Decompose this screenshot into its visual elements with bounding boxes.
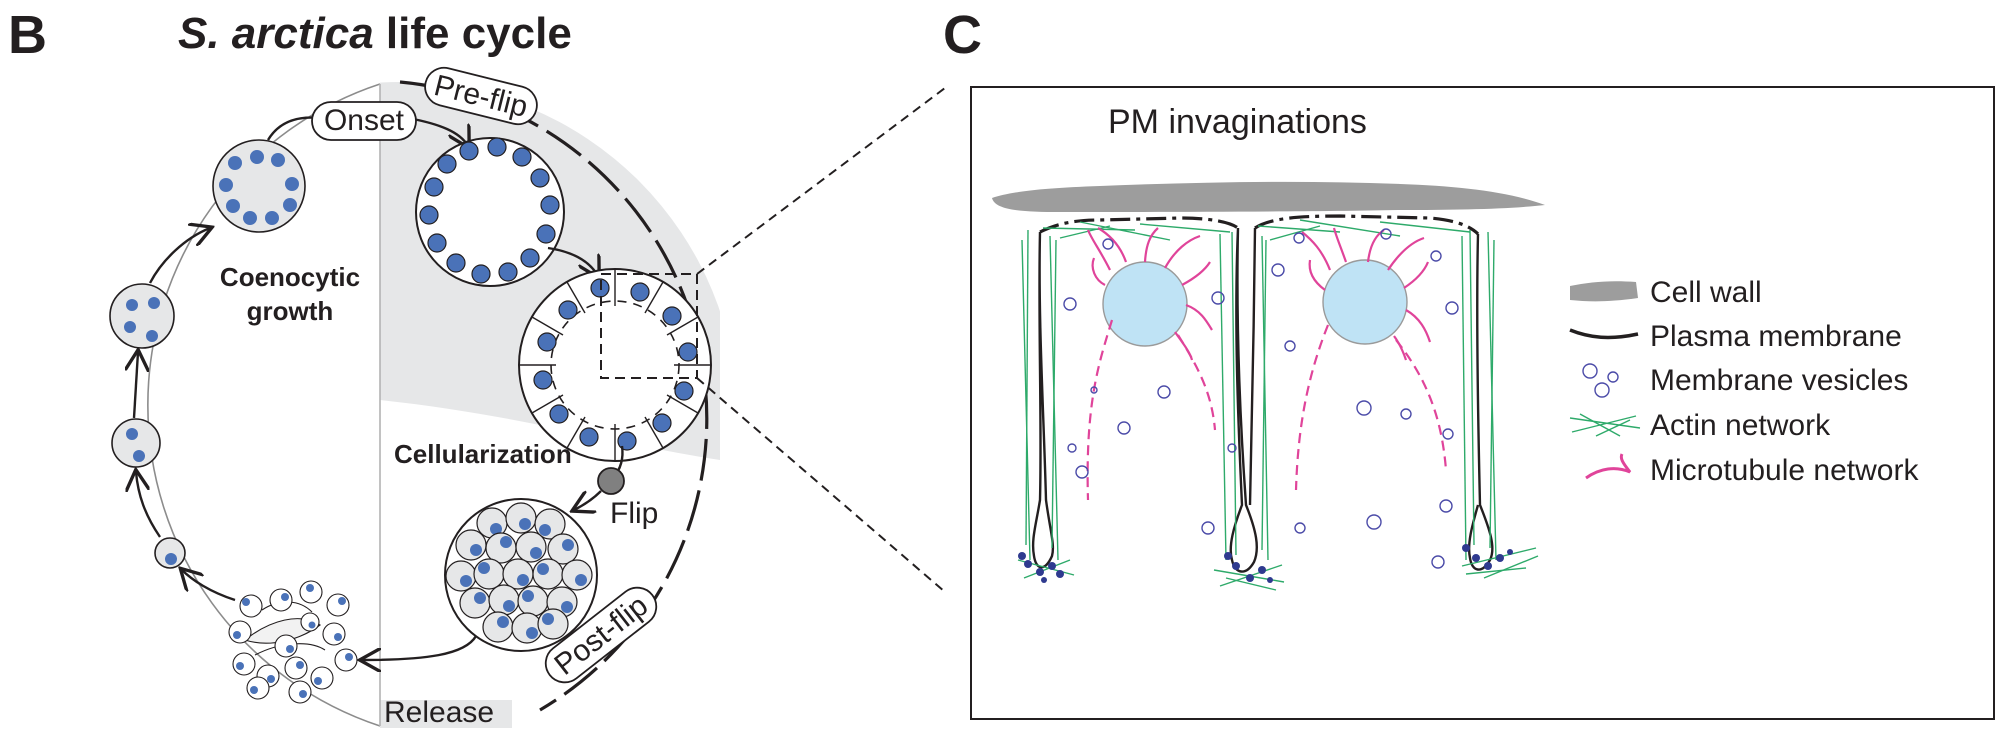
zoom-line-top — [696, 87, 946, 275]
arrow-release-to-stage1 — [182, 570, 236, 602]
arrow-flip-to-postflip — [574, 490, 602, 510]
microtubule-network — [1086, 227, 1432, 361]
pre-flip-cell — [415, 137, 565, 287]
cell-wall-band — [992, 181, 1545, 212]
panel-c-frame — [970, 86, 1995, 720]
pm-top-right — [1254, 214, 1480, 236]
legend-label-actin-network: Actin network — [1650, 409, 1831, 442]
furrow-left — [1031, 231, 1055, 569]
furrow-middle — [1229, 227, 1258, 573]
pm-invaginations-heading: PM invaginations — [1108, 103, 1367, 141]
microtubule-curve — [1585, 453, 1632, 480]
cell-stage-3 — [109, 283, 175, 349]
legend-label-cell-wall: Cell wall — [1650, 276, 1762, 309]
membrane-vesicles — [1063, 228, 1459, 569]
pm-top-left — [1039, 216, 1239, 234]
coenocytic-label-1: Coenocytic — [220, 262, 360, 292]
post-flip-cell — [444, 498, 598, 652]
actin-dark-clusters — [1018, 544, 1513, 583]
vesicle-circles — [1582, 363, 1619, 398]
cellularization-label: Cellularization — [394, 439, 572, 469]
release-shade — [380, 700, 512, 728]
panel-b-title: S. arctica life cycle — [178, 12, 572, 56]
flip-label: Flip — [610, 497, 658, 530]
actin-lines — [1569, 413, 1641, 437]
arrow-stage2-to-stage3 — [134, 352, 138, 419]
arrow-postflip-to-release — [362, 635, 478, 660]
arrow-stage1-to-stage2 — [136, 472, 161, 538]
legend: Cell wall Plasma membrane Membrane vesic… — [1569, 276, 1919, 487]
post-flip-pill — [544, 586, 658, 684]
nucleus-right — [1322, 259, 1408, 345]
flip-point — [597, 467, 625, 495]
panel-c-letter: C — [943, 5, 982, 65]
panel-b-letter: B — [8, 5, 47, 65]
cell-wall-swatch — [1570, 281, 1638, 302]
zoom-box — [600, 273, 698, 379]
release-cluster — [228, 580, 358, 704]
plasma-membrane-swatch — [1569, 328, 1639, 340]
cellularization-cell — [518, 268, 712, 462]
nucleus-left — [1102, 261, 1188, 347]
furrow-right — [1467, 233, 1494, 571]
title-suffix: life cycle — [373, 9, 572, 58]
coenocytic-label-2: growth — [247, 296, 334, 326]
arrow-stage3-to-stage4 — [148, 228, 210, 284]
legend-label-membrane-vesicles: Membrane vesicles — [1650, 364, 1908, 397]
cell-stage-4 — [212, 139, 306, 233]
release-label: Release — [384, 696, 494, 729]
onset-label: Onset — [324, 104, 405, 137]
pre-flip-pill — [424, 66, 538, 126]
species-name: S. arctica — [178, 9, 374, 58]
onset-pill — [311, 101, 417, 141]
cell-stage-1 — [154, 537, 186, 569]
zoom-line-bottom — [696, 377, 946, 593]
legend-label-plasma-membrane: Plasma membrane — [1650, 320, 1902, 353]
legend-label-microtubule-network: Microtubule network — [1650, 454, 1919, 487]
cell-stage-2 — [111, 418, 161, 468]
